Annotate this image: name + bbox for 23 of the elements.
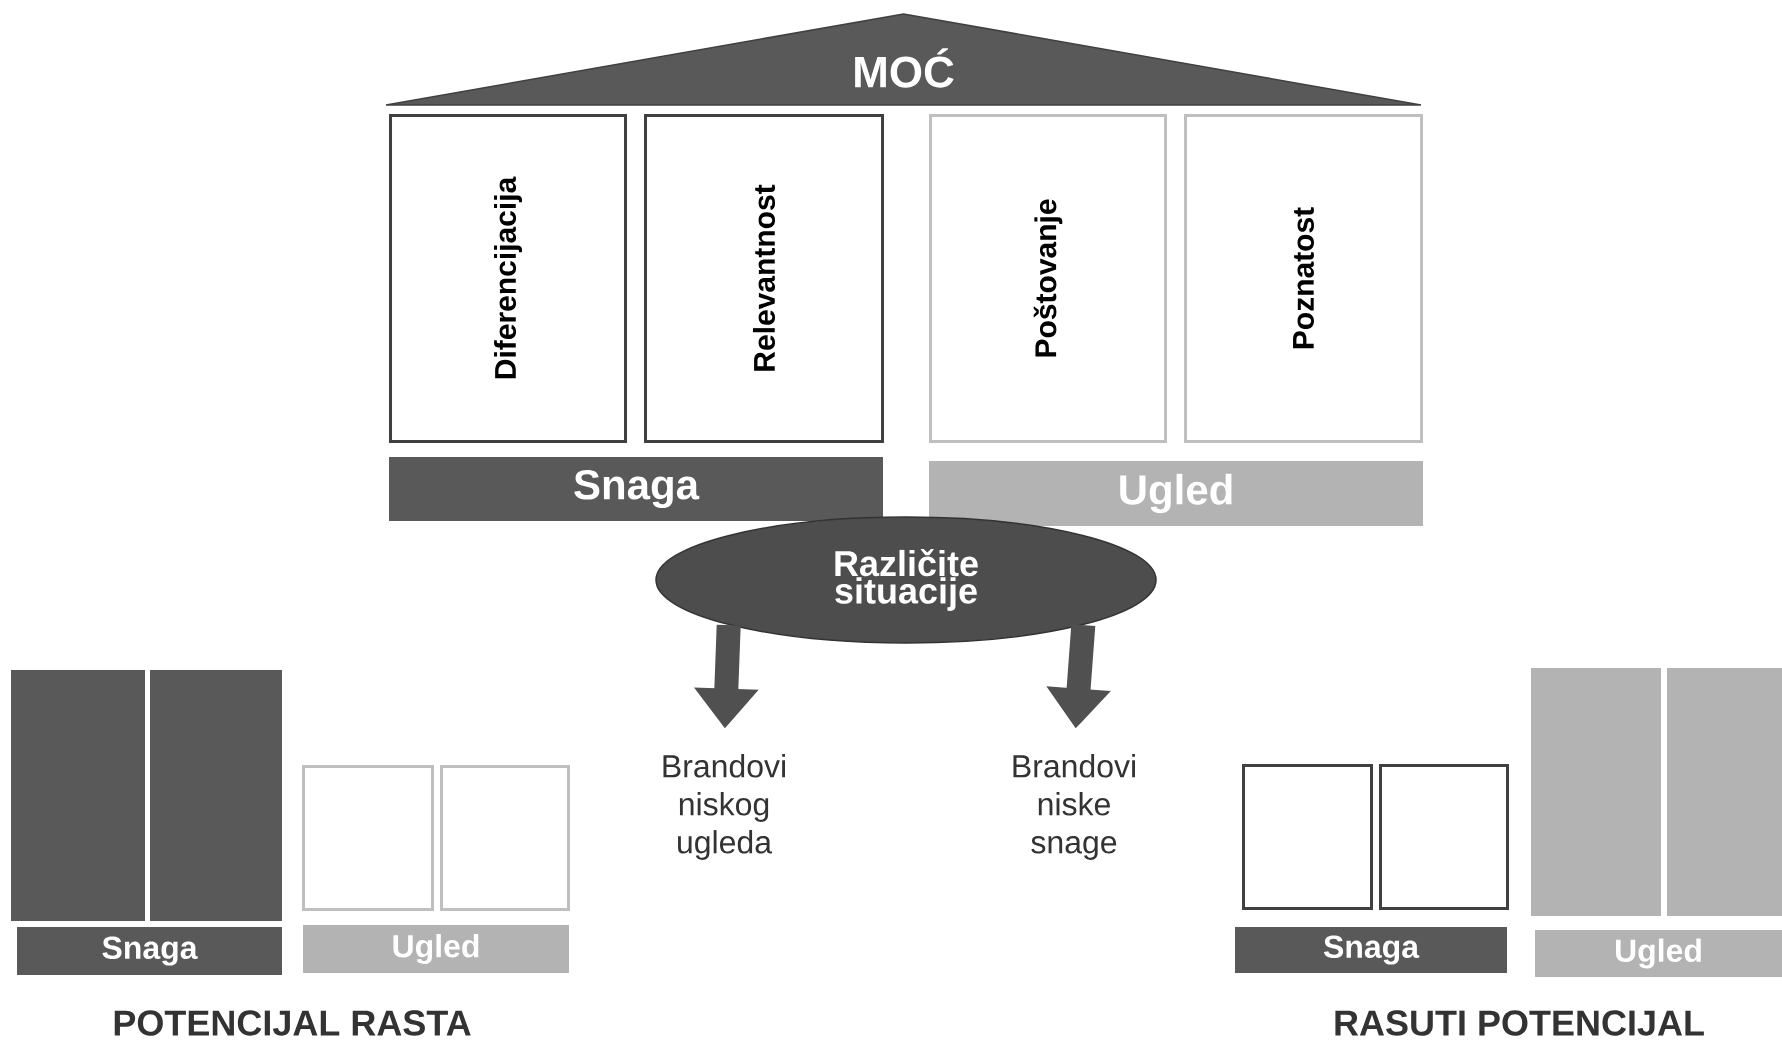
label-bar: Ugled xyxy=(929,461,1423,526)
pillar-box: Diferencijacija xyxy=(389,114,627,443)
pillar-box: Relevantnost xyxy=(644,114,884,443)
pillar-box xyxy=(1667,668,1782,916)
pillar-box xyxy=(1242,764,1373,910)
label-bar: Snaga xyxy=(17,927,282,975)
group-caption: POTENCIJAL RASTA xyxy=(114,1010,471,1036)
pillar-box: Poznatost xyxy=(1184,114,1423,443)
pillar-box xyxy=(1531,668,1661,916)
pillar-box xyxy=(302,765,434,911)
pillar-box xyxy=(11,670,145,921)
outcome-text: Brandovi niske snage xyxy=(1013,754,1135,860)
pillar-box xyxy=(150,670,282,921)
pillar-box xyxy=(440,765,570,911)
group-caption: RASUTI POTENCIJAL xyxy=(1335,1010,1704,1036)
label-bar: Snaga xyxy=(389,457,883,521)
pillar-box xyxy=(1379,764,1509,910)
roof-triangle: MOĆ xyxy=(385,13,1422,106)
label-bar: Snaga xyxy=(1235,927,1507,973)
outcome-text: Brandovi niskog ugleda xyxy=(663,754,785,860)
label-bar: Ugled xyxy=(303,925,569,973)
label-bar: Ugled xyxy=(1535,930,1782,977)
pillar-box: Poštovanje xyxy=(929,114,1167,443)
